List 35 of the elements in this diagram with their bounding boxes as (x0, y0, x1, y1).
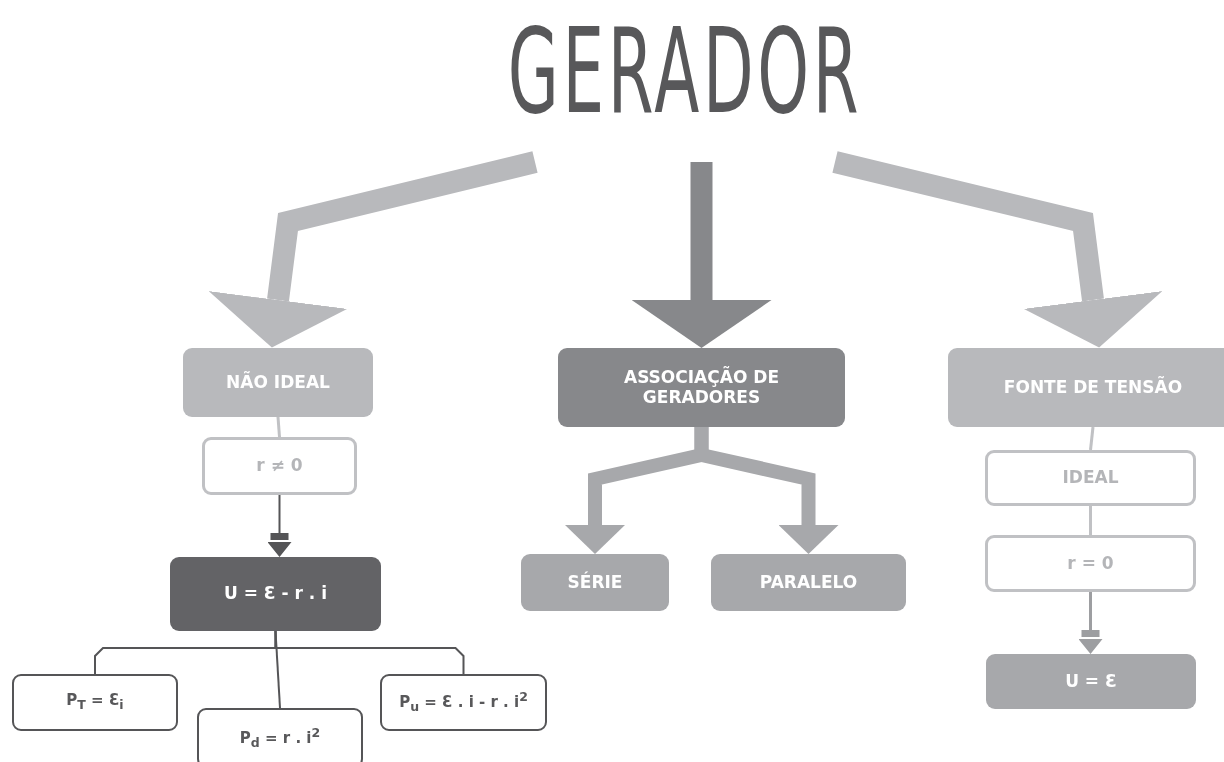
formula-box (197, 708, 363, 762)
box-label: SÉRIE (566, 572, 624, 593)
formula-box (380, 674, 547, 731)
formula: P$_{T}$ = Ɛ$_{i}$ (65, 692, 125, 713)
block-arrow (208, 151, 538, 348)
block-arrow (832, 151, 1163, 348)
block-arrow (694, 427, 839, 554)
box-label: U = Ɛ (1064, 671, 1118, 692)
title: GERADOR (506, 12, 864, 130)
concept-box (948, 348, 1224, 427)
condition-box (985, 450, 1196, 506)
block-arrow (631, 162, 772, 348)
concept-box (986, 654, 1196, 709)
connector-line (1089, 506, 1092, 535)
box-label: PARALELO (758, 572, 859, 593)
formula-box (12, 674, 178, 731)
formula-box (170, 557, 381, 631)
concept-box (183, 348, 373, 417)
concept-box (521, 554, 669, 611)
box-label: ASSOCIAÇÃO DE GERADORES (623, 367, 780, 408)
box-label: r = 0 (1066, 553, 1115, 574)
connector-line (274, 630, 465, 675)
box-label: U = Ɛ - r . i (222, 584, 329, 604)
box-label: NÃO IDEAL (225, 372, 331, 393)
connector-line (1089, 426, 1095, 451)
box-label: r ≠ 0 (255, 456, 304, 476)
condition-box (985, 535, 1196, 592)
concept-box (558, 348, 845, 427)
connector-line (276, 416, 281, 438)
formula: P$_{u}$ = Ɛ . i - r . i$^{2}$ (398, 690, 529, 715)
concept-box (711, 554, 906, 611)
box-label: IDEAL (1061, 468, 1120, 488)
condition-box (202, 437, 357, 495)
formula: P$_{d}$ = r . i$^{2}$ (238, 725, 322, 751)
box-label: FONTE DE TENSÃO (1002, 377, 1184, 398)
